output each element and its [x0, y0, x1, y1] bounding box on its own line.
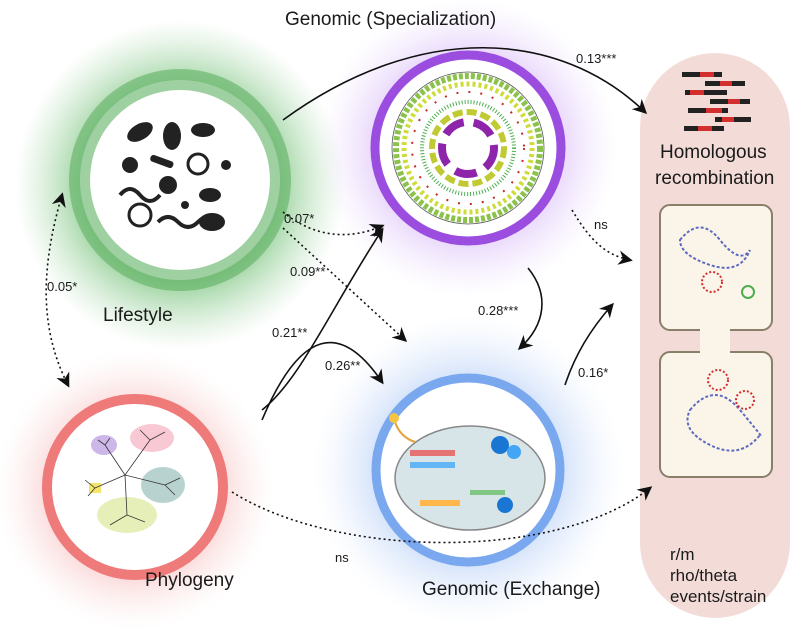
edge-label-exch-hr: 0.16*	[578, 365, 609, 380]
edge-label-lifestyle-exch: 0.09**	[290, 264, 326, 279]
edge-spec-hr	[571, 209, 633, 265]
edge-lifestyle-hr	[282, 47, 648, 121]
edge-phylogeny-hr	[231, 486, 653, 544]
recombination-title-line2: recombination	[655, 168, 775, 189]
phylogeny-title: Phylogeny	[145, 570, 234, 591]
metric-r-m: r/m	[670, 545, 695, 564]
edge-label-phylogeny-spec: 0.21**	[272, 325, 308, 340]
genome-map-icon	[391, 71, 545, 225]
edge-phylogeny-exch	[261, 341, 384, 421]
exchange-node	[371, 373, 565, 567]
exchange-title: Genomic (Exchange)	[422, 579, 601, 600]
edge-exch-hr	[564, 302, 614, 386]
cell-recombination-icon	[659, 204, 773, 478]
crispr-cell-icon	[389, 413, 546, 531]
edge-label-phylogeny-hr: ns	[335, 550, 349, 565]
phylogenetic-tree-icon	[84, 424, 185, 533]
edge-label-lifestyle-phylogeny: 0.05*	[47, 279, 78, 294]
edge-label-spec-hr: ns	[594, 217, 608, 232]
specialization-title: Genomic (Specialization)	[285, 9, 497, 30]
edge-label-spec-exch: 0.28***	[478, 303, 519, 318]
specialization-node	[370, 50, 566, 246]
recombination-sequences-icon	[682, 72, 751, 131]
edge-label-phylogeny-exch: 0.26**	[325, 358, 361, 373]
edge-phylogeny-spec	[261, 227, 384, 411]
edge-label-lifestyle-spec: 0.07*	[284, 211, 315, 226]
recombination-title-line1: Homologous	[660, 142, 767, 163]
edge-spec-exch	[517, 267, 543, 350]
metric-rho-theta: rho/theta	[670, 566, 738, 585]
metric-events-strain: events/strain	[670, 587, 767, 606]
phylogeny-node	[42, 394, 228, 580]
edge-label-lifestyle-hr: 0.13***	[576, 51, 617, 66]
lifestyle-title: Lifestyle	[103, 305, 173, 326]
bacteria-icon	[118, 122, 231, 231]
lifestyle-node	[69, 69, 291, 291]
edges	[45, 47, 653, 544]
